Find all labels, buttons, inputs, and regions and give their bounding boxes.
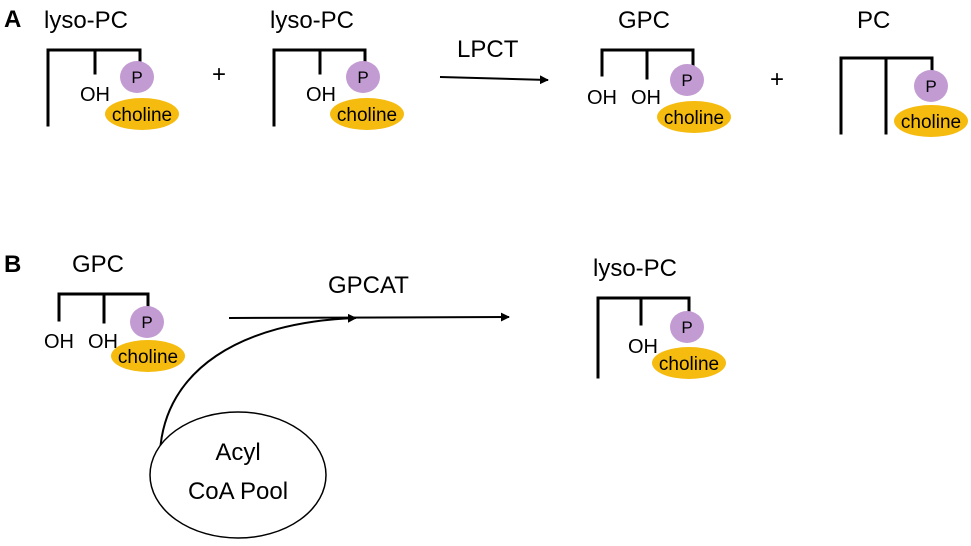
choline-label: choline bbox=[118, 347, 178, 368]
choline-group bbox=[652, 347, 726, 379]
enzyme-label: LPCT bbox=[457, 36, 519, 63]
phosphate-label: P bbox=[681, 71, 692, 90]
phosphate-group bbox=[130, 306, 164, 338]
pool-ellipse bbox=[149, 411, 327, 539]
molecule-name: lyso-PC bbox=[44, 7, 128, 34]
molecule-name: PC bbox=[857, 7, 890, 34]
molecule-b2-lyso-pc: lyso-PC OH P choline bbox=[593, 255, 726, 379]
plus-sign: + bbox=[770, 66, 784, 93]
phosphate-group bbox=[120, 61, 154, 93]
choline-label: choline bbox=[112, 105, 172, 126]
phosphate-group bbox=[670, 311, 704, 343]
glycerol-backbone bbox=[272, 48, 367, 127]
molecule-a2-lyso-pc: lyso-PC OH P choline bbox=[270, 7, 404, 130]
phosphate-group bbox=[914, 70, 948, 102]
panel-b-label: B bbox=[4, 251, 21, 278]
choline-group bbox=[105, 98, 179, 130]
acyl-input-arrow bbox=[159, 313, 357, 453]
glycerol-backbone bbox=[600, 48, 695, 80]
arrow-line bbox=[439, 75, 549, 85]
molecule-b1-gpc: GPC OH OH P choline bbox=[44, 251, 185, 372]
molecule-name: lyso-PC bbox=[593, 255, 677, 282]
panel-a-label: A bbox=[4, 6, 21, 33]
pool-label-line2: CoA Pool bbox=[188, 478, 288, 505]
choline-group bbox=[894, 105, 968, 137]
hydroxyl-label: OH bbox=[628, 336, 658, 358]
molecule-name: GPC bbox=[72, 251, 124, 278]
hydroxyl-label: OH bbox=[44, 331, 74, 353]
choline-label: choline bbox=[337, 105, 397, 126]
phosphate-group bbox=[670, 64, 704, 96]
acyl-coa-pool: Acyl CoA Pool bbox=[149, 411, 327, 539]
arrow-line bbox=[228, 312, 510, 322]
choline-label: choline bbox=[664, 108, 724, 129]
plus-sign: + bbox=[212, 61, 226, 88]
molecule-a1-lyso-pc: lyso-PC OH P choline bbox=[44, 7, 179, 130]
hydroxyl-label: OH bbox=[88, 331, 118, 353]
enzyme-label: GPCAT bbox=[328, 272, 409, 299]
panel-b: B GPC OH OH P choline GPCAT Acyl CoA Poo… bbox=[4, 251, 726, 539]
phosphate-label: P bbox=[131, 68, 142, 87]
reaction-arrow-gpcat: GPCAT bbox=[159, 272, 510, 453]
phosphate-group bbox=[346, 61, 380, 93]
phosphate-label: P bbox=[925, 77, 936, 96]
choline-group bbox=[330, 98, 404, 130]
phosphate-label: P bbox=[141, 313, 152, 332]
glycerol-backbone bbox=[46, 48, 142, 127]
pool-label-line1: Acyl bbox=[215, 439, 260, 466]
glycerol-backbone bbox=[57, 292, 150, 324]
glycerol-backbone bbox=[596, 296, 691, 379]
choline-group bbox=[657, 101, 731, 133]
hydroxyl-label: OH bbox=[631, 87, 661, 109]
molecule-name: lyso-PC bbox=[270, 7, 354, 34]
hydroxyl-label: OH bbox=[306, 84, 336, 106]
molecule-name: GPC bbox=[618, 7, 670, 34]
glycerol-backbone bbox=[839, 56, 934, 135]
molecule-a4-pc: PC P choline bbox=[839, 7, 968, 137]
choline-group bbox=[111, 340, 185, 372]
choline-label: choline bbox=[659, 354, 719, 375]
reaction-arrow-lpct: LPCT bbox=[439, 36, 549, 85]
phosphate-label: P bbox=[357, 68, 368, 87]
hydroxyl-label: OH bbox=[587, 87, 617, 109]
molecule-a3-gpc: GPC OH OH P choline bbox=[587, 7, 731, 133]
choline-label: choline bbox=[901, 112, 961, 133]
hydroxyl-label: OH bbox=[80, 84, 110, 106]
phosphate-label: P bbox=[681, 318, 692, 337]
panel-a: A lyso-PC OH P choline + lyso-PC OH P ch… bbox=[4, 6, 968, 137]
